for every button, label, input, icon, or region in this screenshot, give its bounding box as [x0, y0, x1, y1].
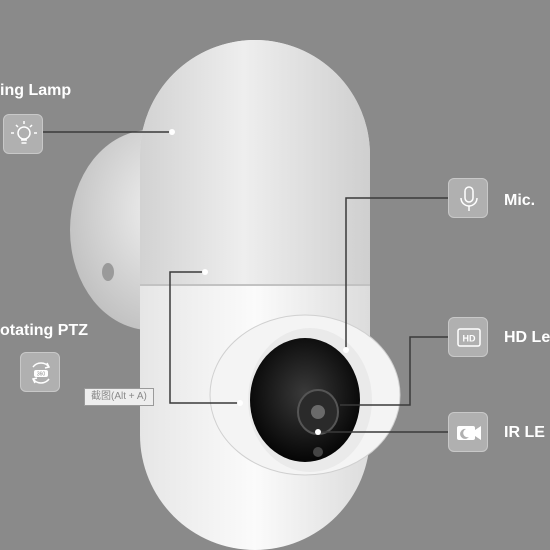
rotating-ptz-label: otating PTZ [0, 322, 88, 339]
rotate-360-icon: 360 [20, 352, 60, 392]
ir-led-label: IR LE [504, 424, 545, 441]
mic-label: Mic. [504, 192, 536, 209]
hd-lens-label: HD Le [504, 329, 550, 346]
microphone-icon [448, 178, 488, 218]
hd-badge-icon: HD [448, 317, 488, 357]
lightbulb-icon [3, 114, 43, 154]
screenshot-tooltip: 截图(Alt + A) [84, 388, 154, 406]
lamp-dome [140, 40, 370, 285]
mount-screw-hole [102, 263, 114, 281]
svg-text:360: 360 [37, 372, 46, 378]
night-vision-icon [448, 412, 488, 452]
hd-badge-text: HD [463, 334, 476, 344]
lighting-lamp-label: ing Lamp [0, 82, 72, 99]
